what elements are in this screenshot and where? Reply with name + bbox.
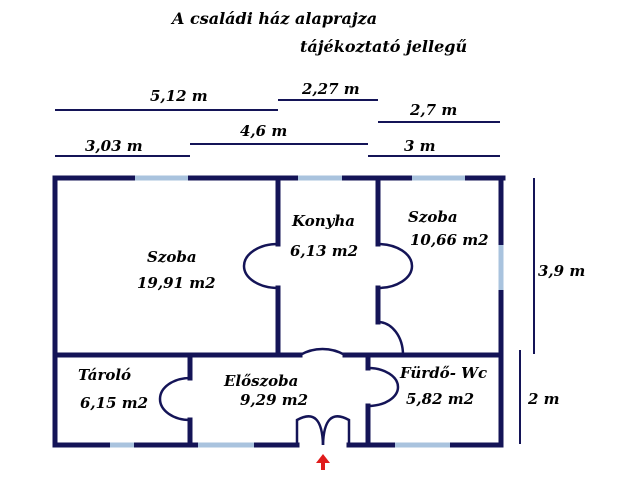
dim-label-3: 3 m	[404, 137, 436, 155]
room-szoba-small-area: 10,66 m2	[410, 231, 489, 249]
dim-label-2-7: 2,7 m	[409, 101, 457, 119]
room-eloszoba-name: Előszoba	[223, 372, 298, 390]
plan-title: A családi ház alaprajza	[170, 9, 377, 28]
door-entrance-left	[295, 415, 325, 446]
up-arrow-icon	[316, 454, 330, 470]
room-szoba-large-name: Szoba	[147, 248, 197, 266]
room-konyha-area: 6,13 m2	[290, 242, 358, 260]
dim-label-2-27: 2,27 m	[301, 80, 360, 98]
door-szoba-small	[377, 320, 405, 356]
dim-label-4-6: 4,6 m	[240, 122, 287, 140]
room-szoba-large-area: 19,91 m2	[137, 274, 216, 292]
door-konyha-bottom	[299, 347, 346, 357]
dim-label-5-12: 5,12 m	[150, 87, 208, 105]
door-konyha-right	[377, 242, 414, 290]
door-entrance-right	[321, 415, 351, 446]
room-tarolo-area: 6,15 m2	[80, 394, 148, 412]
room-furdo-area: 5,82 m2	[406, 390, 474, 408]
door-swings	[158, 242, 414, 446]
door-konyha-left	[242, 242, 279, 290]
dim-label-3-03: 3,03 m	[85, 137, 143, 155]
room-tarolo-name: Tároló	[78, 366, 131, 384]
door-furdo	[367, 366, 400, 408]
dim-label-2: 2 m	[527, 390, 560, 408]
dimension-lines	[55, 99, 535, 444]
door-tarolo	[158, 376, 191, 422]
room-eloszoba-area: 9,29 m2	[240, 391, 308, 409]
room-furdo-name: Fürdő- Wc	[399, 364, 487, 382]
room-szoba-small-name: Szoba	[408, 208, 458, 226]
windows	[110, 175, 504, 448]
plan-subtitle: tájékoztató jellegű	[300, 37, 467, 56]
room-konyha-name: Konyha	[291, 212, 355, 230]
dim-label-3-9: 3,9 m	[538, 262, 585, 280]
